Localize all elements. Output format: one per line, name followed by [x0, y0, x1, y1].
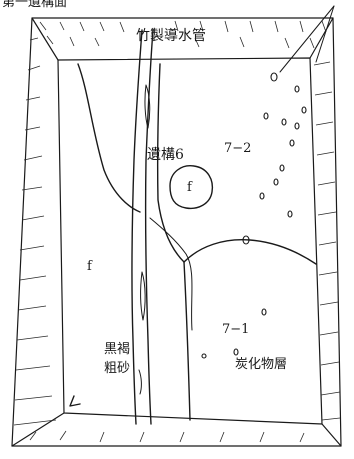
label-feature-6-fill: f: [187, 180, 193, 195]
bamboo-pipe-left-edge: [131, 29, 143, 425]
leader-line-1: [279, 5, 335, 73]
pipe-joint-lower: [140, 271, 146, 321]
label-charcoal-layer: 炭化物層: [235, 357, 287, 372]
trench-left-boundary-lower: [149, 217, 193, 331]
frame-corner-br: [321, 423, 342, 447]
label-feature-6: 遺構6: [147, 147, 184, 163]
label-coarse-sand: 粗砂: [104, 361, 130, 376]
trench-left-boundary: [77, 63, 141, 213]
label-fill-left: f: [87, 259, 93, 274]
pipe-joint-upper: [144, 84, 151, 129]
layer-boundary: [183, 239, 317, 265]
frame-corner-tl: [31, 17, 59, 61]
wall-hatching: [13, 20, 341, 443]
frame-corner-bl: [11, 412, 65, 447]
trench-right-edge: [183, 261, 191, 421]
pebble-icons: [201, 72, 307, 359]
label-layer-7-1: 7−1: [222, 322, 249, 337]
label-black-brown: 黒褐: [104, 342, 130, 357]
feature-6-pit: [169, 165, 214, 210]
corner-caption: 第一遺構面: [2, 0, 67, 10]
trench-right-boundary: [156, 63, 185, 263]
bamboo-pipe-right-edge: [144, 29, 154, 425]
label-layer-7-2: 7−2: [224, 141, 251, 156]
frame-corner-tr: [309, 17, 334, 59]
leader-line-2: [315, 5, 335, 63]
scribble-mark: [69, 395, 81, 407]
label-bamboo-pipe: 竹製導水管: [136, 28, 206, 44]
pipe-joint-bottom: [138, 369, 142, 395]
